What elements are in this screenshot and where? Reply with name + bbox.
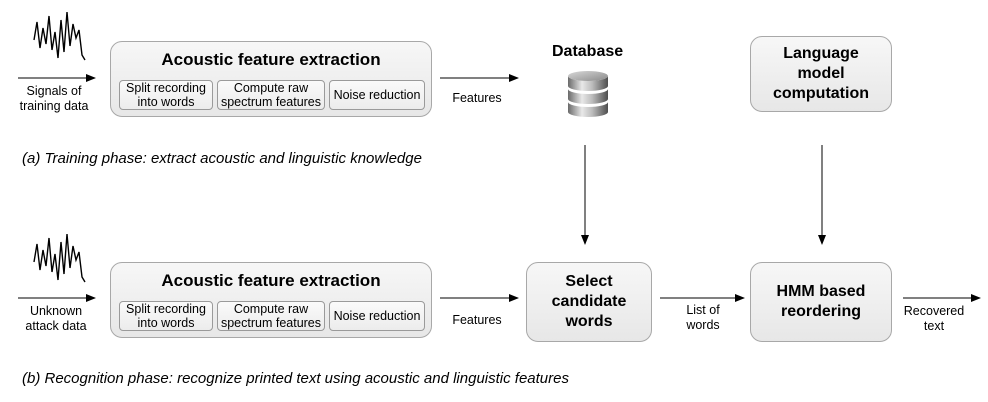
training-extraction-box: Acoustic feature extraction Split record… [110,41,432,117]
training-caption: (a) Training phase: extract acoustic and… [22,150,422,167]
training-waveform-icon [33,11,86,61]
training-step-spectrum: Compute raw spectrum features [217,80,325,110]
recognition-caption: (b) Recognition phase: recognize printed… [22,370,569,387]
training-input-label: Signals of training data [19,84,89,113]
list-of-words-label: List of words [686,303,720,332]
recognition-extraction-box: Acoustic feature extraction Split record… [110,262,432,338]
training-step-split: Split recording into words [119,80,213,110]
training-extraction-title: Acoustic feature extraction [161,50,381,69]
recognition-input-label: Unknown attack data [25,304,87,333]
hmm-reordering-box: HMM based reordering [750,262,892,342]
database-label: Database [552,43,624,60]
language-model-box: Language model computation [750,36,892,112]
training-step-noise: Noise reduction [329,80,425,110]
database-icon [568,71,608,117]
recognition-step-split: Split recording into words [119,301,213,331]
recognition-features-label: Features [452,313,502,327]
recognition-extraction-title: Acoustic feature extraction [161,271,381,290]
select-candidate-box: Select candidate words [526,262,652,342]
recognition-step-noise: Noise reduction [329,301,425,331]
recognition-waveform-icon [33,233,86,283]
recognition-step-spectrum: Compute raw spectrum features [217,301,325,331]
recovered-text-label: Recovered text [903,304,965,333]
training-features-label: Features [452,91,502,105]
